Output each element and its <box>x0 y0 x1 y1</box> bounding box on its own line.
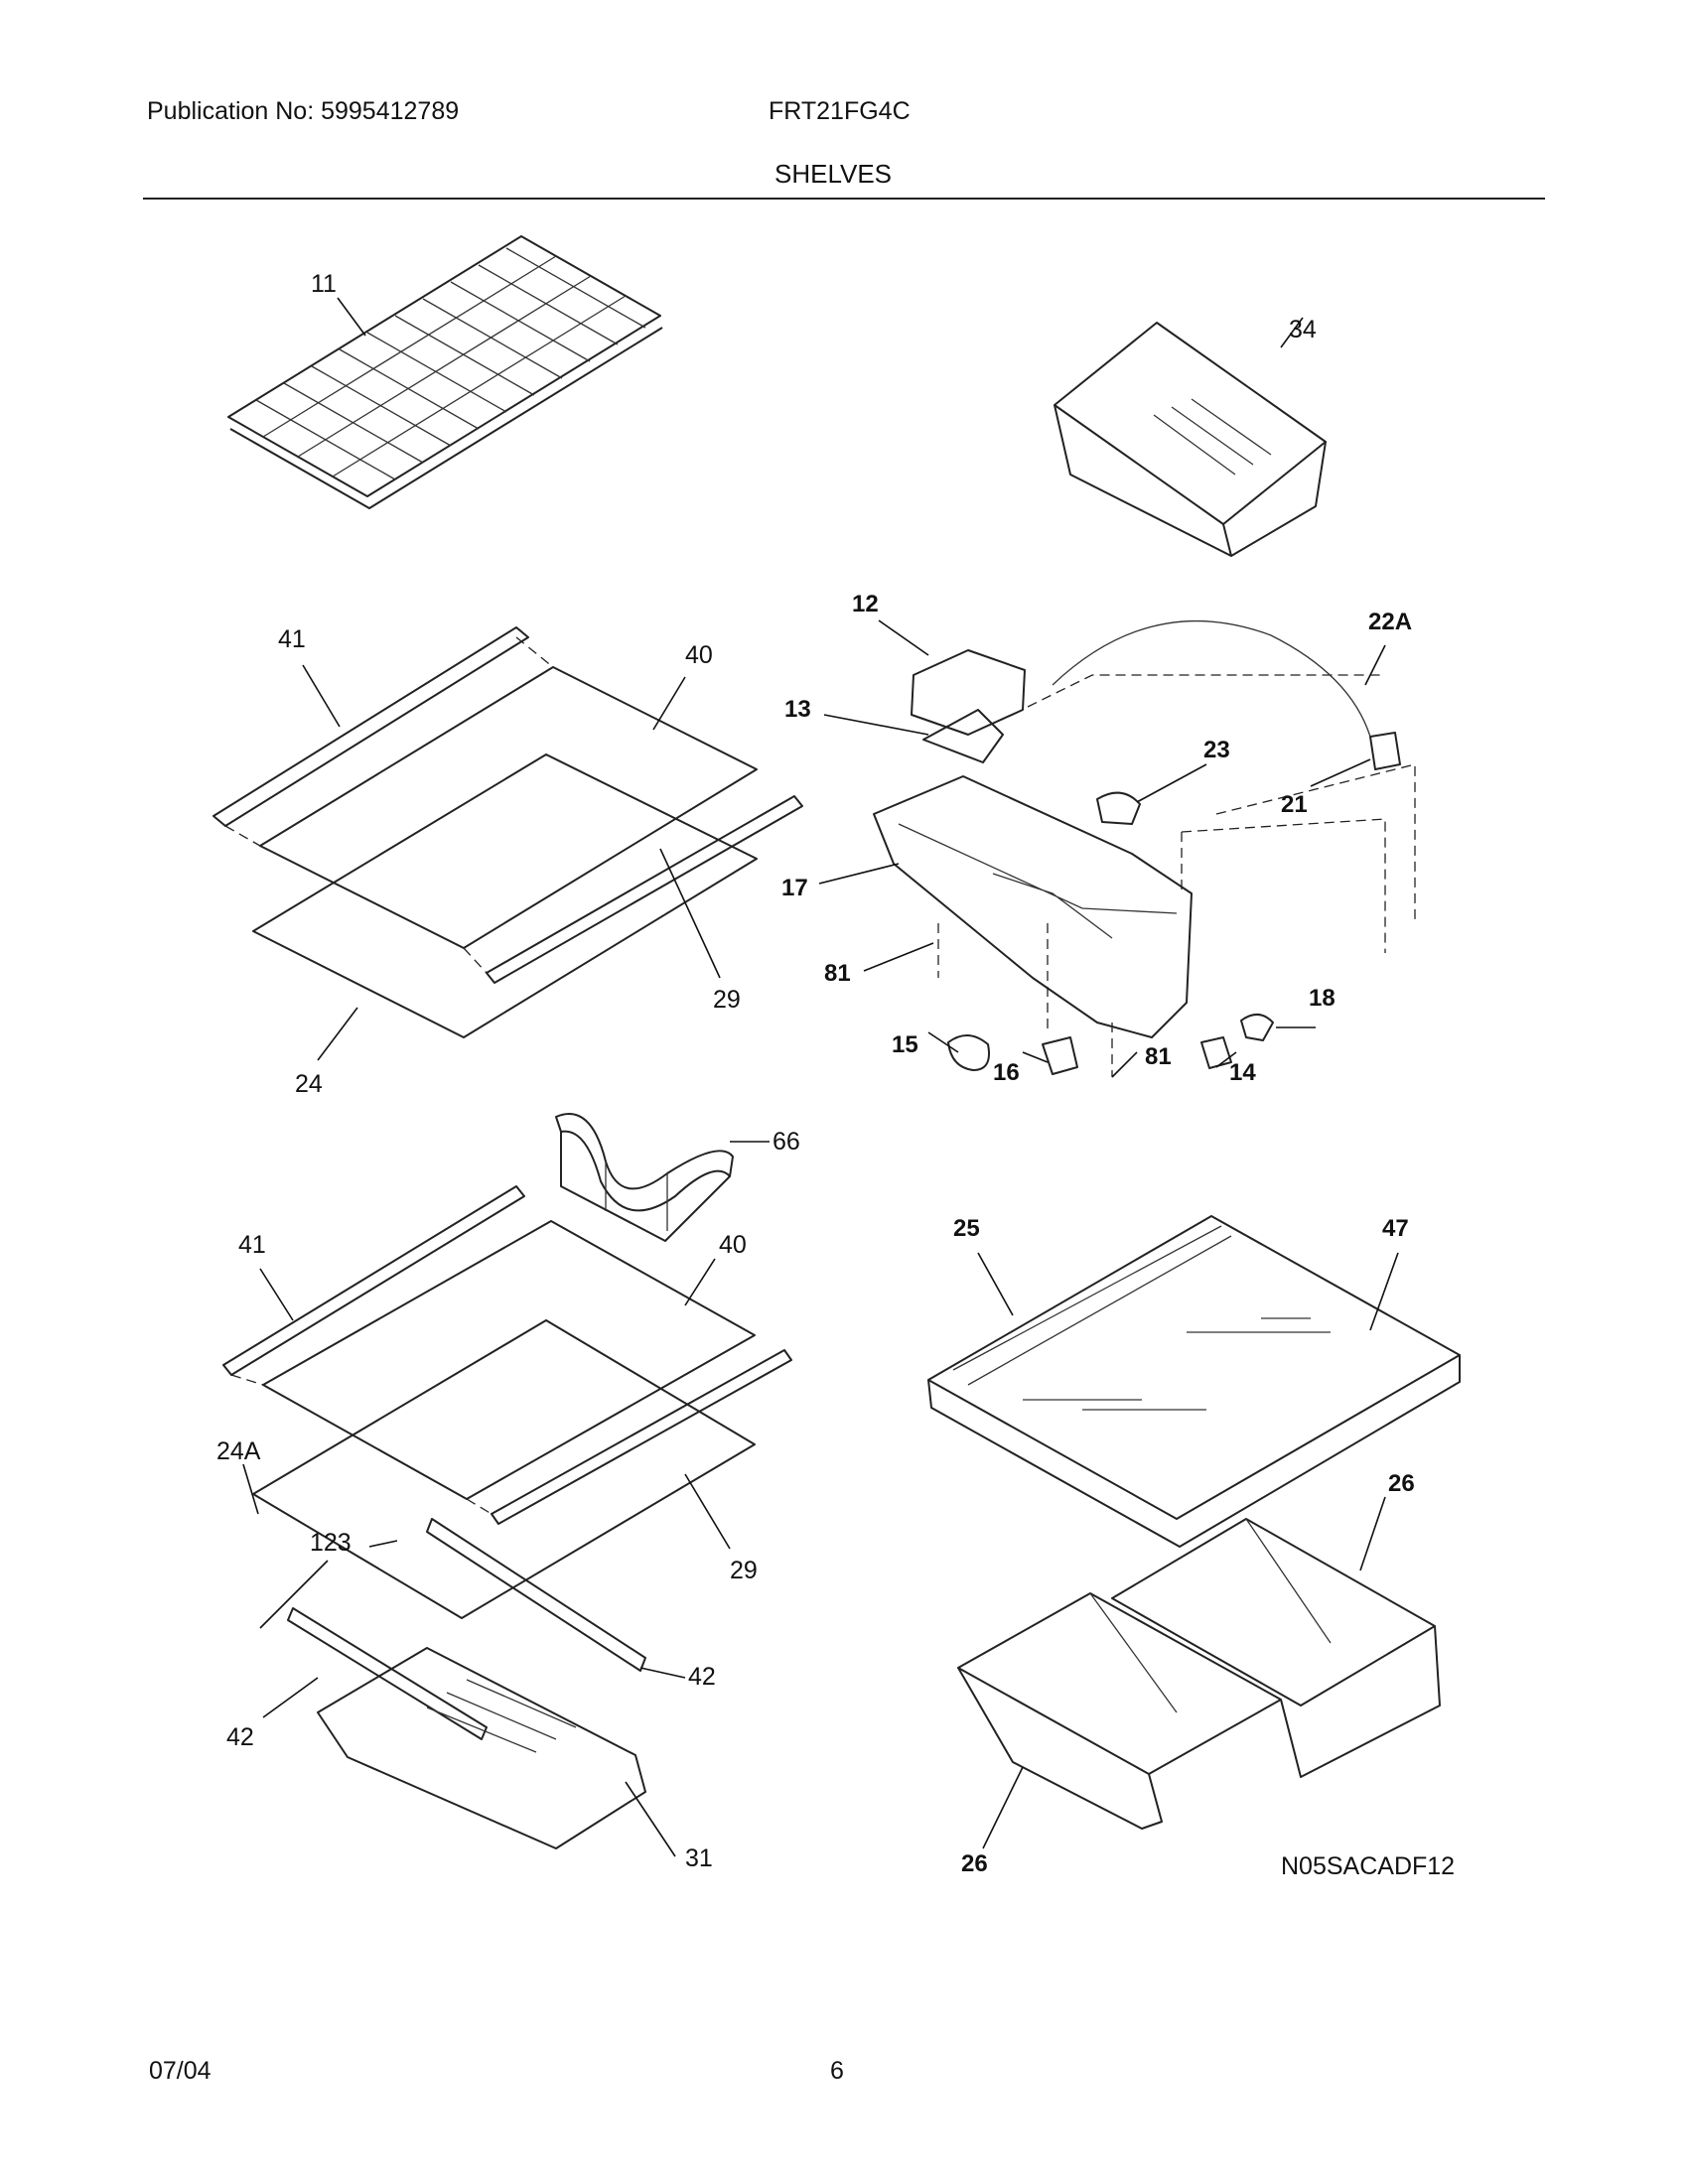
callout-81-left: 81 <box>824 960 851 987</box>
callout-12: 12 <box>852 591 879 617</box>
callout-29-upper: 29 <box>713 986 741 1014</box>
leader-47 <box>1369 1252 1399 1331</box>
leader-26-lower <box>982 1766 1024 1849</box>
callout-23: 23 <box>1203 737 1230 763</box>
callout-40-lower: 40 <box>719 1231 747 1259</box>
leader-81-left <box>863 942 934 972</box>
callout-25: 25 <box>953 1215 980 1242</box>
leader-15 <box>927 1031 959 1053</box>
callout-24a: 24A <box>216 1437 261 1465</box>
callout-26-lower: 26 <box>961 1850 988 1877</box>
callout-22a: 22A <box>1368 609 1412 635</box>
leader-31 <box>625 1781 676 1857</box>
callout-123: 123 <box>310 1529 352 1557</box>
publication-number: Publication No: 5995412789 <box>147 97 460 125</box>
leader-25 <box>977 1252 1014 1316</box>
callout-24: 24 <box>295 1070 323 1098</box>
model-number: FRT21FG4C <box>769 97 911 125</box>
callout-42-right: 42 <box>688 1663 716 1691</box>
leader-24a <box>242 1463 259 1515</box>
leader-22a <box>1364 644 1386 686</box>
callout-29-lower: 29 <box>730 1557 758 1584</box>
callout-13: 13 <box>784 696 811 723</box>
glass-shelf-assembly-lower <box>222 1185 792 1849</box>
leader-42-left <box>262 1677 319 1718</box>
door-bin-drawing <box>1054 322 1327 557</box>
callout-17: 17 <box>781 875 808 901</box>
leader-21 <box>1310 758 1371 787</box>
wire-shelf-drawing <box>227 235 663 509</box>
leader-12 <box>878 619 929 656</box>
leader-81-right <box>1111 1051 1138 1078</box>
leader-42-right <box>639 1667 686 1679</box>
leader-40-lower <box>684 1258 716 1306</box>
callout-41-upper: 41 <box>278 625 306 653</box>
leader-41-lower <box>259 1268 294 1321</box>
callout-31: 31 <box>685 1844 713 1872</box>
leader-29-upper <box>659 848 721 979</box>
crisper-pans-drawing <box>957 1518 1441 1830</box>
leader-23 <box>1136 763 1207 803</box>
drawing-code: N05SACADF12 <box>1281 1852 1455 1880</box>
leader-29-lower <box>684 1473 731 1550</box>
callout-14: 14 <box>1229 1059 1256 1086</box>
leader-17 <box>818 863 900 885</box>
callout-42-left: 42 <box>226 1723 254 1751</box>
control-housing-drawing <box>873 619 1416 1077</box>
callout-47: 47 <box>1382 1215 1409 1242</box>
leader-11 <box>337 297 366 337</box>
callout-34: 34 <box>1289 316 1317 343</box>
callout-41-lower: 41 <box>238 1231 266 1259</box>
leader-34 <box>1280 317 1304 348</box>
callout-81-right: 81 <box>1145 1043 1172 1070</box>
callout-11: 11 <box>311 270 337 298</box>
wine-rack-drawing <box>555 1113 734 1242</box>
crisper-cover-drawing <box>927 1215 1461 1548</box>
leader-13 <box>823 714 929 736</box>
leader-24 <box>317 1007 358 1061</box>
leader-40-upper <box>652 676 686 731</box>
callout-26-upper: 26 <box>1388 1470 1415 1497</box>
leader-123 <box>259 1540 398 1629</box>
footer-date: 07/04 <box>149 2057 211 2085</box>
leader-16 <box>1022 1051 1049 1063</box>
section-title: SHELVES <box>774 159 893 189</box>
leader-26-upper <box>1359 1496 1386 1571</box>
glass-shelf-assembly-upper <box>212 626 803 1038</box>
callout-21: 21 <box>1281 791 1308 818</box>
page-number: 6 <box>830 2057 844 2085</box>
callout-18: 18 <box>1309 985 1336 1012</box>
header-divider <box>143 198 1545 200</box>
callout-40-upper: 40 <box>685 641 713 669</box>
callout-66: 66 <box>773 1128 800 1156</box>
leader-41-upper <box>302 664 341 728</box>
callout-15: 15 <box>892 1031 918 1058</box>
leader-14 <box>1215 1051 1237 1068</box>
callout-16: 16 <box>993 1059 1020 1086</box>
